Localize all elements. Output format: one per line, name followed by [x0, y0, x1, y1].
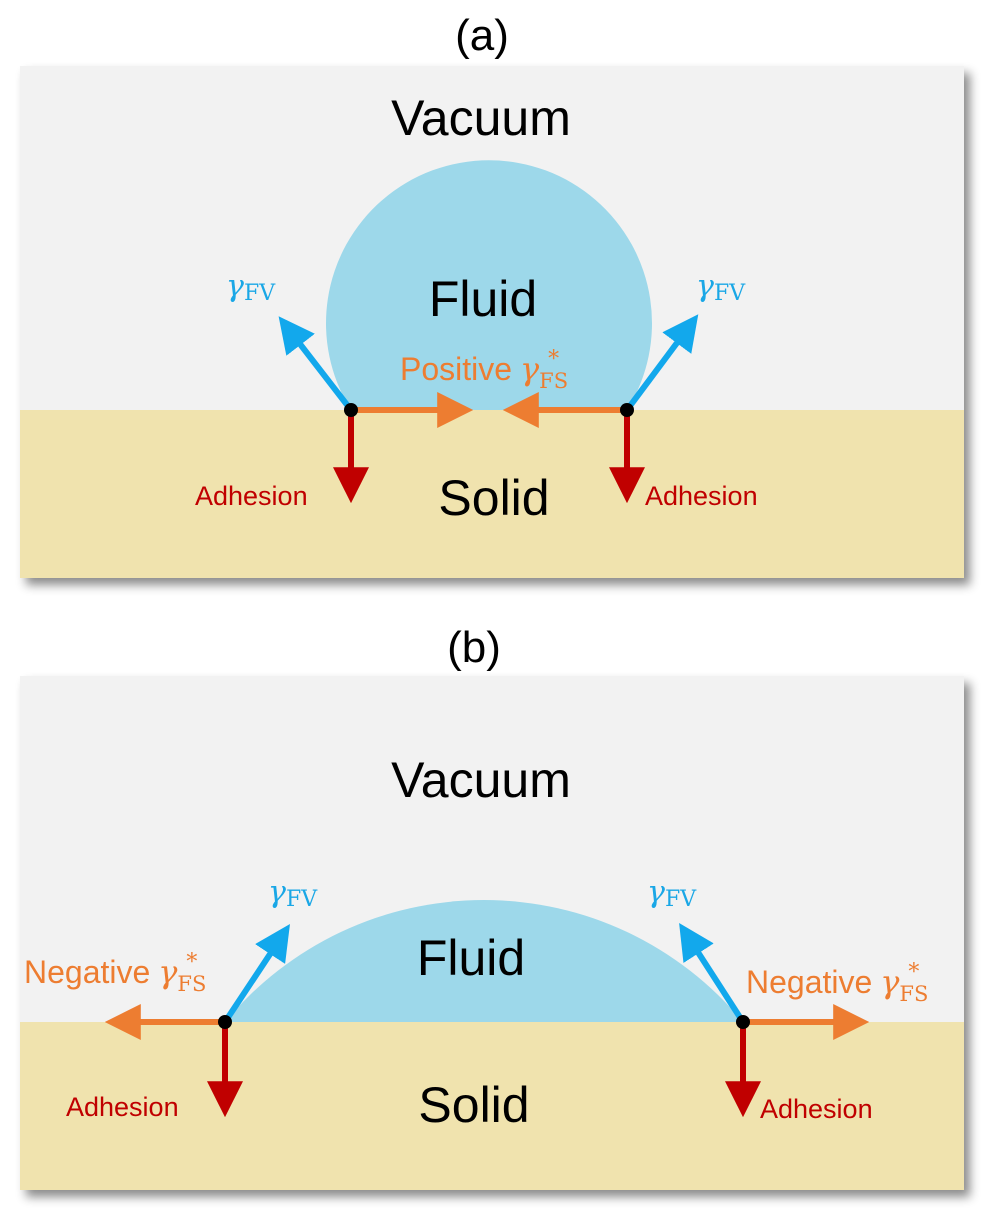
panel-a-fluid-droplet — [326, 160, 652, 410]
panel-a-left-fv-arrow — [278, 316, 354, 412]
panel-a-vacuum-label: Vacuum — [391, 90, 571, 146]
panel-b-left-fv-label: γFV — [268, 875, 318, 912]
panel-a-right-adhesion-label: Adhesion — [645, 481, 758, 511]
panel-a-right-fv-label: γFV — [696, 269, 746, 306]
panel-a-left-fv-label: γFV — [226, 269, 276, 306]
panel-b-right-adhesion-label: Adhesion — [760, 1094, 873, 1124]
panel-b-vacuum-label: Vacuum — [391, 752, 571, 808]
panel-b-fluid-label: Fluid — [417, 930, 525, 986]
panel-a-left-contact-point — [344, 403, 358, 417]
panel-a-fluid-label: Fluid — [429, 271, 537, 327]
panel-b-left-adhesion-label: Adhesion — [66, 1092, 179, 1122]
panel-a-label: (a) — [455, 11, 509, 60]
panel-b-left-fv-arrow — [222, 923, 290, 1024]
panel-a-solid-region — [20, 410, 964, 578]
panel-a-right-contact-point — [620, 403, 634, 417]
panel-a-right-fv-arrow — [624, 314, 699, 412]
panel-b-right-contact-point — [736, 1015, 750, 1029]
panel-b-fluid-droplet — [225, 900, 743, 1022]
panel-b-solid-region — [20, 1022, 964, 1190]
panel-a-left-adhesion-label: Adhesion — [195, 481, 308, 511]
panel-a-solid-label: Solid — [438, 470, 549, 526]
panel-b-right-fv-arrow — [679, 922, 746, 1024]
panel-b-solid-label: Solid — [418, 1077, 529, 1133]
panel-b-left-contact-point — [218, 1015, 232, 1029]
panel-b-label: (b) — [447, 623, 501, 672]
panel-b-right-fv-label: γFV — [647, 875, 697, 912]
